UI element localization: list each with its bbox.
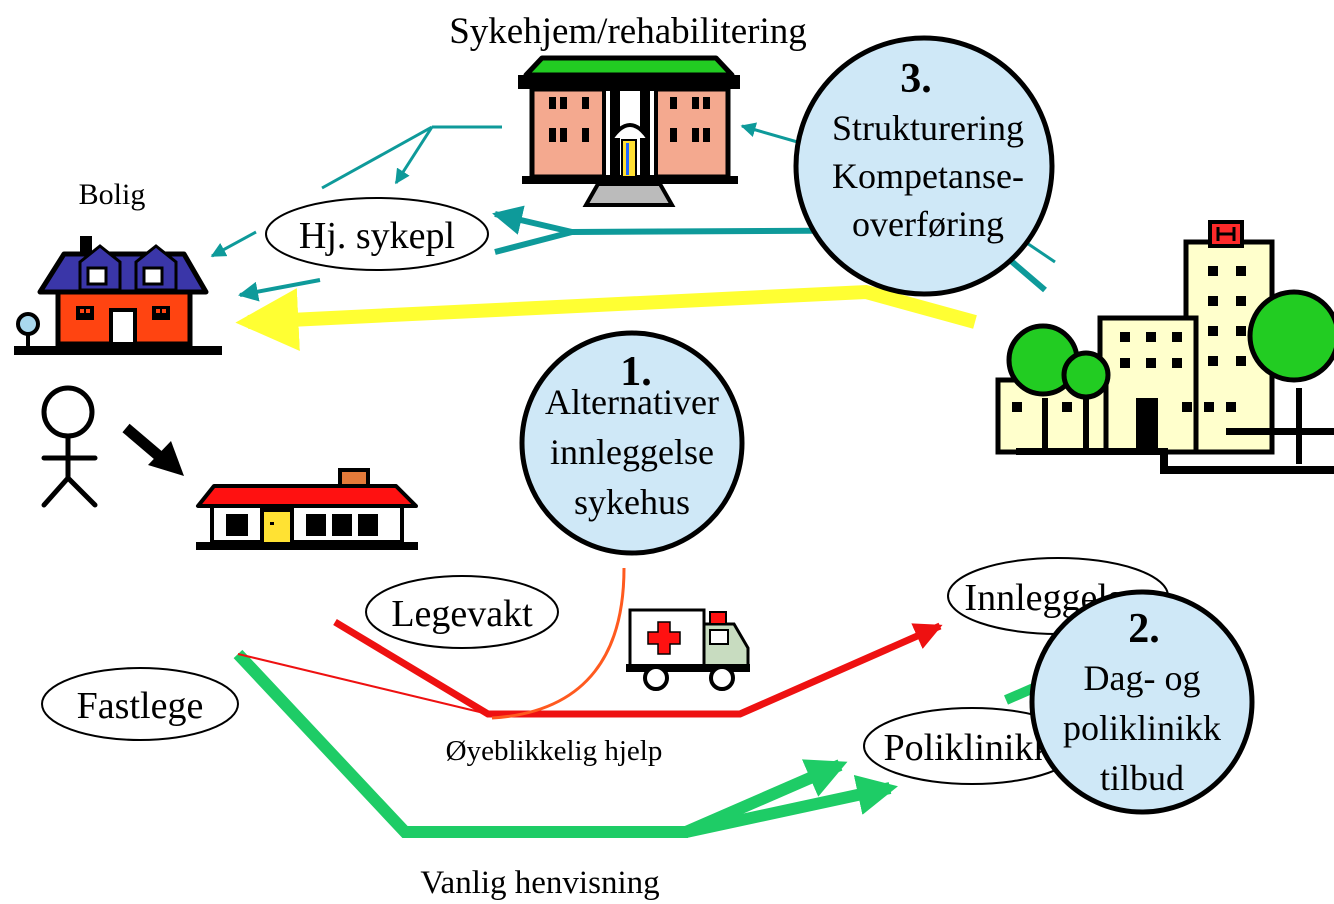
- circle-2-line-1: Dag- og: [1084, 658, 1201, 698]
- green-arrow-lower: [684, 774, 898, 838]
- circle-3-line-3: overføring: [852, 204, 1004, 244]
- home-nurse-label: Hj. sykepl: [299, 215, 455, 257]
- day-center-icon: [196, 468, 418, 550]
- acute-help-label: Øyeblikkelig hjelp: [446, 735, 663, 767]
- red-thin-line-gp: [237, 653, 489, 715]
- black-arrow-icon: [122, 423, 184, 476]
- green-line-referral: [233, 649, 688, 838]
- circle-1-number: 1.: [620, 349, 652, 395]
- circle-3-number: 3.: [900, 56, 932, 102]
- outpatient-label: Poliklinikk: [884, 727, 1053, 769]
- teal-arrow-to-homenurse-a: [394, 126, 434, 185]
- circle-3-line-1: Strukturering: [832, 108, 1024, 148]
- orange-curve-c1: [491, 567, 626, 720]
- red-line-emergency: [333, 619, 943, 718]
- person-icon: [41, 385, 98, 508]
- emergency-room-oval: Legevakt: [365, 575, 559, 649]
- teal-arrow-to-house: [238, 278, 321, 302]
- ambulance-icon: [626, 608, 750, 691]
- nursing-home-icon: [518, 55, 740, 207]
- circle-2-line-2: poliklinikk: [1063, 708, 1221, 748]
- circle-2-line-3: tilbud: [1100, 758, 1184, 798]
- circle-2-number: 2.: [1128, 606, 1160, 652]
- yellow-arrow-hospital-to-home: [235, 284, 977, 352]
- teal-arrow-homenurse-to-house: [210, 230, 257, 258]
- house-icon: [14, 236, 222, 355]
- circle-1-line-1: Alternativer: [545, 382, 719, 422]
- red-flow-lines: [237, 619, 943, 718]
- circle-3-line-2: Kompetanse-: [832, 156, 1024, 196]
- teal-line-branch-down: [494, 229, 573, 255]
- gp-label: Fastlege: [77, 685, 204, 727]
- home-nurse-oval: Hj. sykepl: [265, 197, 489, 271]
- teal-line-to-left: [321, 125, 433, 190]
- circle-2-day-outpatient: 2. Dag- og poliklinikk tilbud: [1029, 589, 1255, 815]
- circle-1-line-2: innleggelse: [550, 432, 714, 472]
- gp-oval: Fastlege: [41, 667, 239, 741]
- circle-1-alternatives: 1. Alternativer innleggelse sykehus: [519, 330, 745, 556]
- outpatient-oval: Poliklinikk: [863, 707, 1081, 785]
- home-label: Bolig: [79, 178, 146, 211]
- emergency-room-label: Legevakt: [391, 593, 533, 635]
- normal-referral-label: Vanlig henvisning: [420, 865, 659, 901]
- circle-3-structuring: 3. Strukturering Kompetanse- overføring: [793, 35, 1055, 297]
- hospital-icon: [995, 220, 1334, 474]
- nursing-home-label: Sykehjem/rehabilitering: [449, 11, 807, 52]
- circle-1-line-3: sykehus: [574, 482, 690, 522]
